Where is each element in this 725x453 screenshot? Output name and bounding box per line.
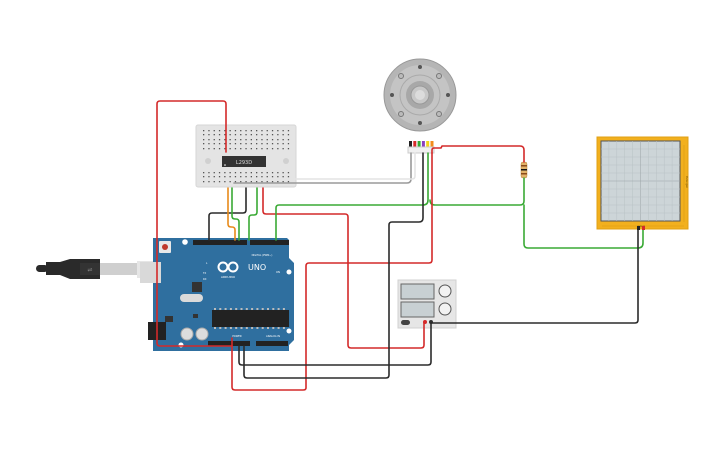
wire-green-scope[interactable] (523, 204, 644, 249)
wire-green-1[interactable] (231, 187, 240, 241)
motor-lead-wire (409, 141, 412, 148)
wire-orange[interactable] (227, 187, 236, 241)
analog-label: ANALOG IN (266, 334, 280, 338)
oscilloscope[interactable]: INPUT Pulse gen (596, 136, 689, 230)
wire-red-vcc[interactable] (156, 100, 233, 347)
scope-input-label: INPUT (637, 225, 645, 229)
wire-black-ps-gnd[interactable] (238, 321, 432, 366)
wire-green-2[interactable] (248, 187, 258, 241)
wire-green-resistor[interactable] (429, 177, 525, 206)
wire-green-encoder[interactable] (275, 152, 429, 241)
motor-lead-wire (430, 141, 434, 148)
motor-lead-wire (421, 141, 425, 148)
power-supply[interactable] (397, 279, 457, 329)
wire-black-motor-gnd[interactable] (243, 152, 424, 379)
encoder-motor[interactable] (383, 58, 457, 154)
scope-side-label: Pulse gen (685, 176, 689, 189)
breadboard-holes (203, 130, 290, 183)
motor-lead-wire (417, 141, 421, 148)
motor-lead-wire (413, 141, 417, 148)
on-label: ON (276, 270, 280, 274)
arduino-model-label: UNO (248, 263, 266, 272)
arduino-uno[interactable]: UNO ARDUINO DIGITAL (PWM~) POWER ANALOG … (140, 238, 294, 351)
wire-red-bb-motor[interactable] (262, 187, 425, 349)
wire-white-encoder[interactable] (251, 152, 416, 180)
chip-label: L293D (236, 160, 252, 166)
atmega-pins (214, 308, 285, 329)
scope-grid (601, 141, 680, 221)
wire-red-resistor[interactable] (431, 145, 525, 163)
power-label: POWER (232, 334, 242, 338)
wires (156, 100, 644, 391)
rx-label: RX (203, 277, 207, 281)
wire-red-motor-power[interactable] (231, 152, 433, 391)
motor-lead-wire (426, 141, 430, 148)
arduino-logo-icon (217, 261, 239, 273)
arduino-logo-text: ARDUINO (221, 275, 236, 279)
motor-wire-leads (409, 141, 434, 148)
l-label: L (206, 261, 208, 265)
digital-label: DIGITAL (PWM~) (252, 253, 273, 257)
resistor[interactable] (520, 161, 528, 179)
tx-label: TX (203, 271, 207, 275)
wire-black-scope[interactable] (430, 228, 639, 324)
usb-icon: ⇌ (87, 267, 92, 274)
l293d-chip[interactable]: L293D (222, 156, 266, 167)
